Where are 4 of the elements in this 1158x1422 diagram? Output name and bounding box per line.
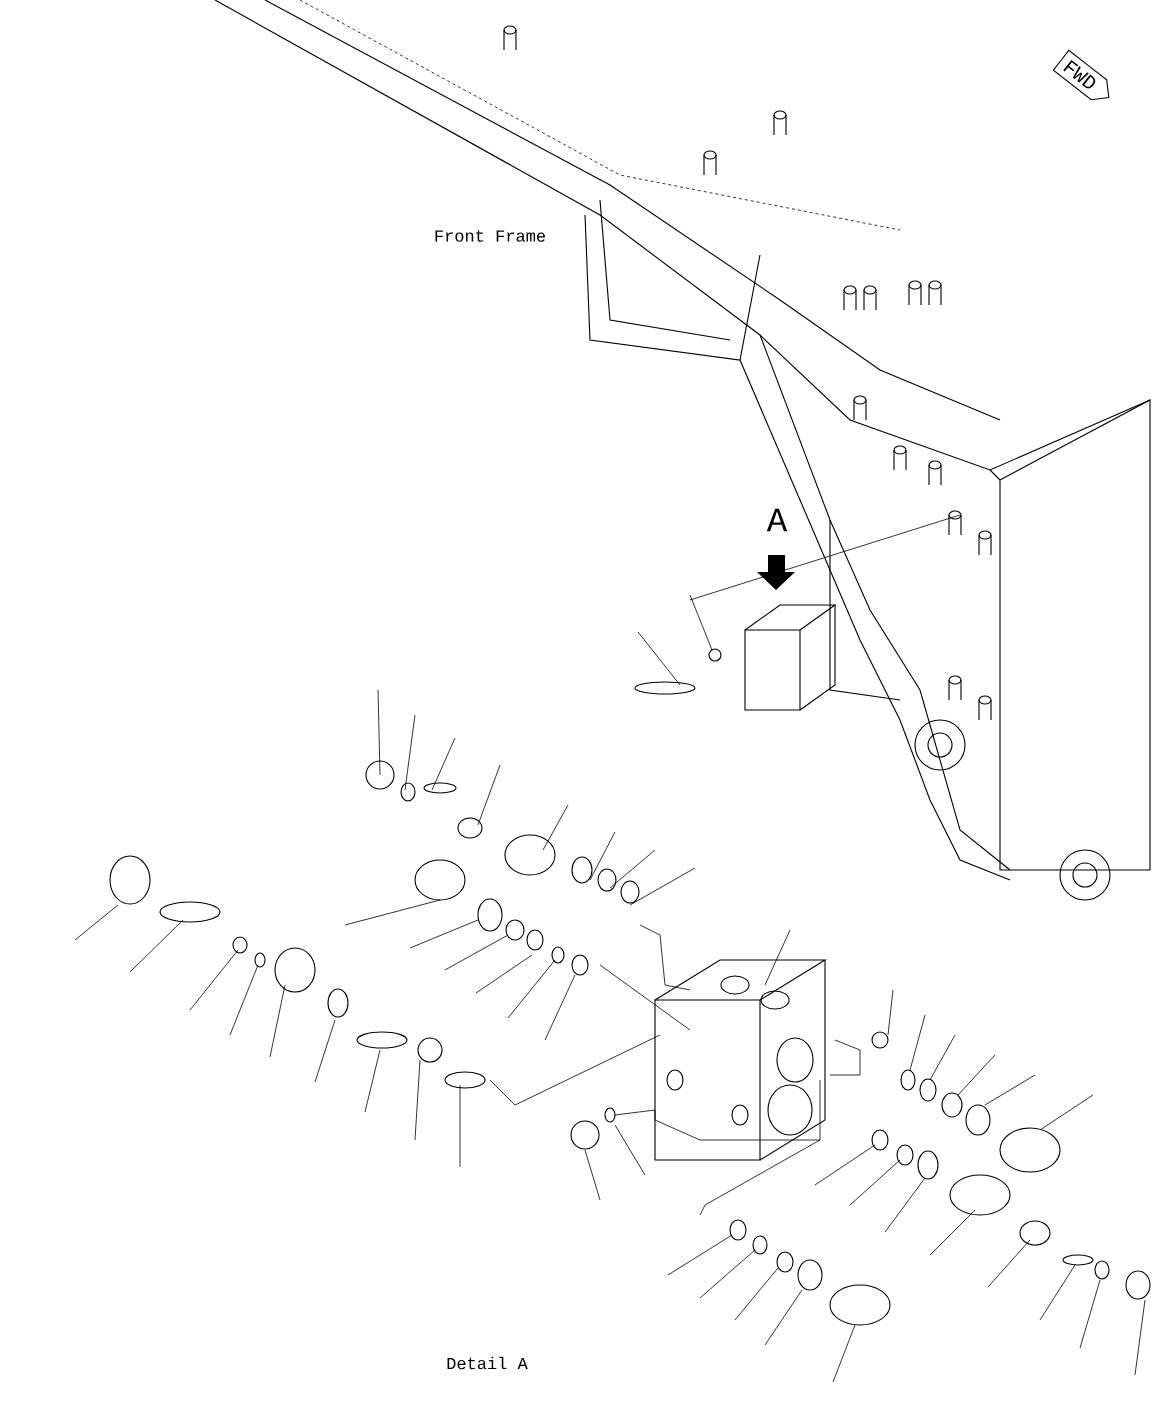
label: Detail A bbox=[447, 1356, 528, 1370]
label: A bbox=[766, 508, 788, 532]
direction-sign: FWD bbox=[1052, 49, 1110, 101]
label: Front Frame bbox=[435, 230, 545, 242]
